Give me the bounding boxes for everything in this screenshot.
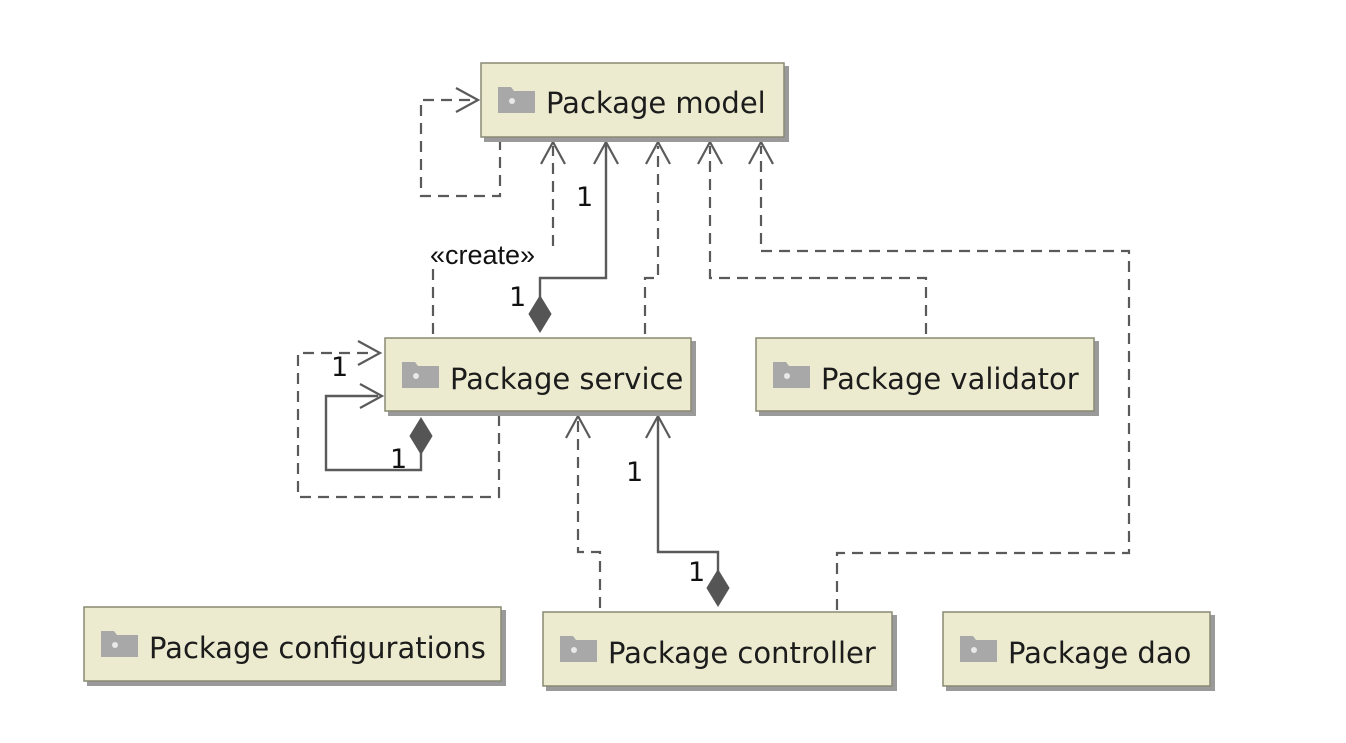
service-self-diamond [409, 417, 433, 455]
package-validator[interactable]: Package validator [755, 337, 1099, 416]
service-self-dependency[interactable] [296, 351, 501, 499]
folder-icon [773, 362, 810, 388]
multiplicity-label: 1 [331, 352, 348, 383]
package-controller[interactable]: Package controller [542, 611, 897, 691]
create-stereotype: «create» [430, 240, 535, 270]
package-dao[interactable]: Package dao [942, 611, 1215, 691]
folder-icon [560, 636, 597, 662]
package-validator-label: Package validator [821, 362, 1079, 396]
model-self-dependency[interactable] [419, 98, 502, 198]
controller-service-dependency[interactable] [576, 420, 602, 608]
model-self-arrowhead [455, 87, 481, 113]
service-self-comp-arrowhead [359, 383, 385, 409]
multiplicity-label: 1 [688, 557, 705, 588]
package-model-label: Package model [546, 86, 766, 120]
folder-icon [402, 362, 439, 388]
validator-model-dependency[interactable] [708, 146, 928, 334]
multiplicity-label: 1 [390, 444, 407, 475]
folder-icon [101, 631, 138, 657]
controller-model-dependency[interactable] [759, 146, 1131, 610]
service-self-composition[interactable] [324, 394, 423, 472]
service-model-composition[interactable] [538, 144, 608, 298]
multiplicity-label: 1 [626, 457, 643, 488]
controller-service-composition[interactable] [656, 418, 720, 572]
package-service[interactable]: Package service [384, 337, 696, 416]
package-dao-label: Package dao [1008, 636, 1191, 670]
service-model-dependency[interactable] [643, 146, 660, 334]
package-model[interactable]: Package model [480, 62, 789, 142]
multiplicity-label: 1 [576, 182, 593, 213]
package-controller-label: Package controller [608, 636, 876, 670]
folder-icon [498, 87, 535, 113]
package-configurations[interactable]: Package configurations [83, 606, 506, 686]
service-model-diamond [528, 295, 552, 333]
create-dependency[interactable] [431, 146, 555, 334]
folder-icon [960, 636, 997, 662]
package-service-label: Package service [450, 362, 683, 396]
controller-service-diamond [706, 569, 730, 607]
multiplicity-label: 1 [509, 282, 526, 313]
package-configurations-label: Package configurations [149, 631, 486, 665]
service-self-dep-arrowhead [357, 340, 383, 366]
